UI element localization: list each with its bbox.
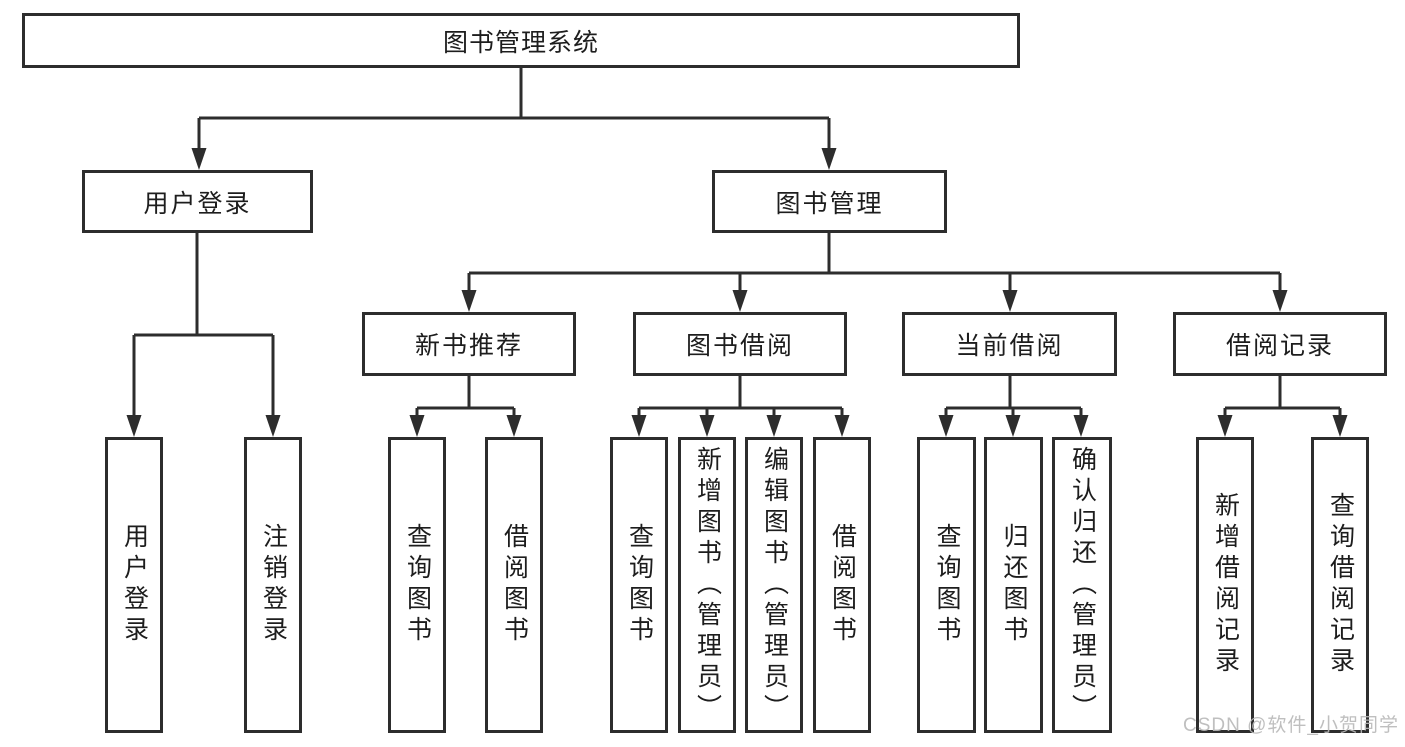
arrowhead (506, 415, 522, 437)
arrowhead (1073, 415, 1089, 437)
node-current-borrowing: 当前借阅 (902, 312, 1117, 376)
leaf-add-books-admin: 新增图书（管理员） (678, 437, 736, 733)
leaf-query-books-recommend: 查询图书 (388, 437, 446, 733)
connector-borrow-record-children (1217, 376, 1348, 437)
connector-book-borrow-children (631, 376, 850, 437)
arrowhead (821, 148, 837, 170)
arrowhead (732, 290, 748, 312)
leaf-edit-books-admin: 编辑图书（管理员） (745, 437, 803, 733)
connector-book-management-children (461, 233, 1288, 312)
arrowhead (1272, 290, 1288, 312)
leaf-label: 确认归还（管理员） (1068, 445, 1097, 725)
arrowhead (938, 415, 954, 437)
connector-current-borrow-children (938, 376, 1089, 437)
arrowhead (631, 415, 647, 437)
node-book-borrowing: 图书借阅 (633, 312, 847, 376)
node-library-management-system: 图书管理系统 (22, 13, 1020, 68)
arrowhead (1217, 415, 1233, 437)
leaf-return-books: 归还图书 (984, 437, 1043, 733)
arrowhead (1332, 415, 1348, 437)
leaf-borrow-books: 借阅图书 (813, 437, 871, 733)
leaf-query-books-current: 查询图书 (917, 437, 976, 733)
leaf-label: 借阅图书 (500, 523, 529, 647)
node-new-book-recommendation: 新书推荐 (362, 312, 576, 376)
arrowhead (766, 415, 782, 437)
leaf-label: 查询图书 (403, 523, 432, 647)
arrowhead (1005, 415, 1021, 437)
leaf-borrow-books-recommend: 借阅图书 (485, 437, 543, 733)
leaf-query-borrow-record: 查询借阅记录 (1311, 437, 1369, 733)
connector-root (191, 68, 837, 170)
leaf-add-borrow-record: 新增借阅记录 (1196, 437, 1254, 733)
node-book-management: 图书管理 (712, 170, 947, 233)
node-user-login: 用户登录 (82, 170, 313, 233)
connector-new-book-children (409, 376, 522, 437)
node-borrowing-records: 借阅记录 (1173, 312, 1387, 376)
arrowhead (834, 415, 850, 437)
leaf-logout: 注销登录 (244, 437, 302, 733)
leaf-label: 查询图书 (933, 523, 961, 647)
leaf-label: 查询借阅记录 (1326, 492, 1355, 678)
leaf-user-login: 用户登录 (105, 437, 163, 733)
arrowhead (191, 148, 207, 170)
arrowhead (409, 415, 425, 437)
arrowhead (265, 415, 281, 437)
arrowhead (461, 290, 477, 312)
leaf-label: 归还图书 (1000, 523, 1028, 647)
leaf-query-books-borrow: 查询图书 (610, 437, 668, 733)
leaf-label: 新增图书（管理员） (693, 445, 722, 725)
leaf-confirm-return-admin: 确认归还（管理员） (1052, 437, 1112, 733)
leaf-label: 新增借阅记录 (1211, 492, 1240, 678)
arrowhead (1002, 290, 1018, 312)
connector-user-login-children (126, 233, 281, 437)
leaf-label: 注销登录 (259, 523, 288, 647)
leaf-label: 借阅图书 (828, 523, 857, 647)
arrowhead (699, 415, 715, 437)
csdn-watermark: CSDN @软件_小贺同学 (1183, 715, 1399, 736)
leaf-label: 查询图书 (625, 523, 654, 647)
leaf-label: 编辑图书（管理员） (760, 445, 789, 725)
leaf-label: 用户登录 (120, 523, 149, 647)
arrowhead (126, 415, 142, 437)
